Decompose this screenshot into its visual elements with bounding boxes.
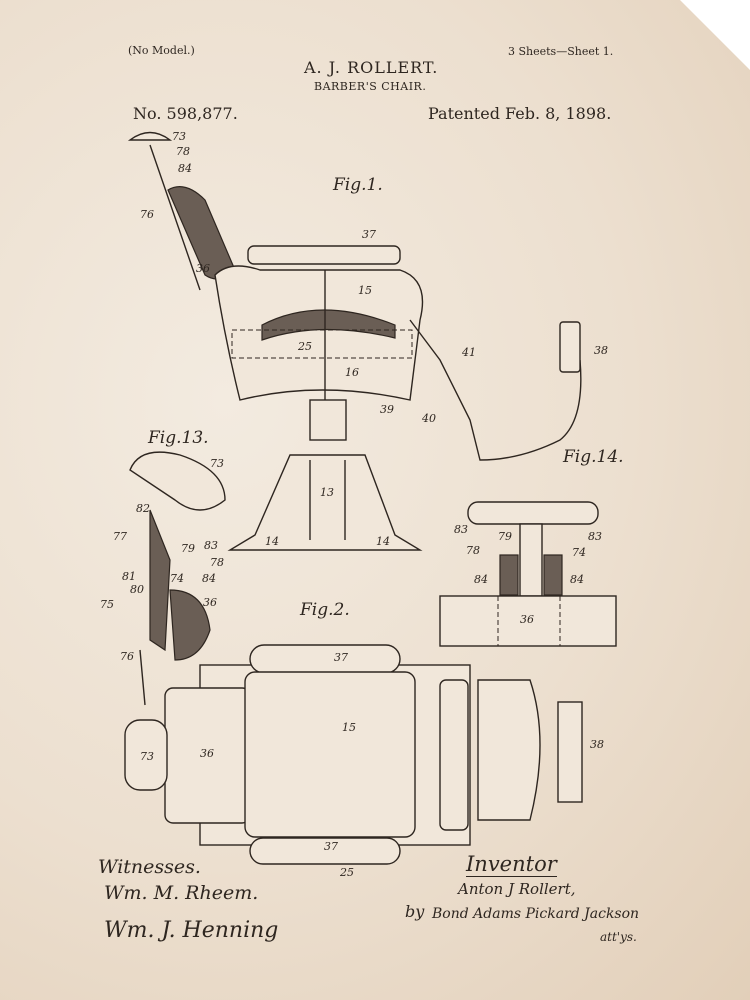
ref: 73: [172, 130, 186, 143]
ref: 83: [588, 530, 602, 543]
ref: 80: [130, 583, 144, 596]
ref: 16: [345, 366, 359, 379]
inventor-signature: Anton J Rollert,: [458, 880, 576, 898]
model-note: (No Model.): [128, 44, 195, 57]
ref: 25: [339, 866, 354, 879]
fig14-detail: [439, 501, 617, 647]
ref: 36: [200, 747, 214, 760]
witnesses-label: Witnesses.: [98, 856, 201, 878]
fig13-headrest-detail: [129, 451, 226, 706]
ref: 38: [594, 344, 608, 357]
ref: 15: [358, 284, 372, 297]
patent-number: No. 598,877.: [133, 104, 238, 123]
ref: 38: [590, 738, 604, 751]
fig1-chair-side-view: [127, 131, 582, 551]
ref: 84: [178, 162, 192, 175]
ref: 79: [181, 542, 195, 555]
reference-numerals: 73 78 84 76 36 37 15 25 16 41 38 39 40 1…: [100, 130, 608, 879]
ref: 74: [572, 546, 586, 559]
ref: 14: [265, 535, 279, 548]
inventor-label: Inventor: [466, 852, 557, 877]
ref: 83: [454, 523, 468, 536]
ref: 84: [570, 573, 584, 586]
fig2-label: Fig.2.: [299, 600, 350, 620]
ref: 83: [204, 539, 218, 552]
ref: 39: [380, 403, 394, 416]
ref: 76: [140, 208, 154, 221]
ref: 36: [203, 596, 217, 609]
fig2-chair-top-view: [124, 644, 583, 865]
witness-signature-2: Wm. J. Henning: [104, 918, 279, 943]
ref: 14: [376, 535, 390, 548]
ref: 78: [210, 556, 224, 569]
ref: 37: [334, 651, 348, 664]
ref: 40: [421, 412, 436, 425]
patent-date: Patented Feb. 8, 1898.: [428, 104, 612, 123]
ref: 41: [461, 346, 476, 359]
by-label: by: [405, 902, 425, 921]
figure-labels: Fig.1. Fig.13. Fig.14. Fig.2.: [147, 175, 624, 620]
ref: 78: [176, 145, 190, 158]
fig1-label: Fig.1.: [332, 175, 383, 195]
ref: 74: [170, 572, 184, 585]
attorneys-signature: Bond Adams Pickard Jackson: [432, 906, 640, 922]
ref: 73: [140, 750, 154, 763]
ref: 13: [320, 486, 334, 499]
ref: 36: [196, 262, 210, 275]
ref: 84: [474, 573, 488, 586]
ref: 75: [100, 598, 114, 611]
ref: 37: [362, 228, 376, 241]
torn-corner: [680, 0, 750, 70]
ref: 81: [122, 570, 136, 583]
ref: 73: [210, 457, 224, 470]
ref: 84: [202, 572, 216, 585]
sheet-count: 3 Sheets—Sheet 1.: [508, 45, 614, 58]
inventor-name: A. J. ROLLERT.: [304, 58, 439, 77]
ref: 36: [520, 613, 534, 626]
ref: 25: [297, 340, 312, 353]
ref: 77: [113, 530, 127, 543]
ref: 76: [120, 650, 134, 663]
attorneys-label: att'ys.: [600, 930, 637, 944]
ref: 82: [136, 502, 150, 515]
fig13-label: Fig.13.: [147, 428, 209, 448]
ref: 78: [466, 544, 480, 557]
patent-title: BARBER'S CHAIR.: [314, 80, 427, 93]
ref: 37: [324, 840, 338, 853]
ref: 15: [342, 721, 356, 734]
ref: 79: [498, 530, 512, 543]
witness-signature-1: Wm. M. Rheem.: [104, 882, 259, 904]
fig14-label: Fig.14.: [562, 447, 624, 467]
